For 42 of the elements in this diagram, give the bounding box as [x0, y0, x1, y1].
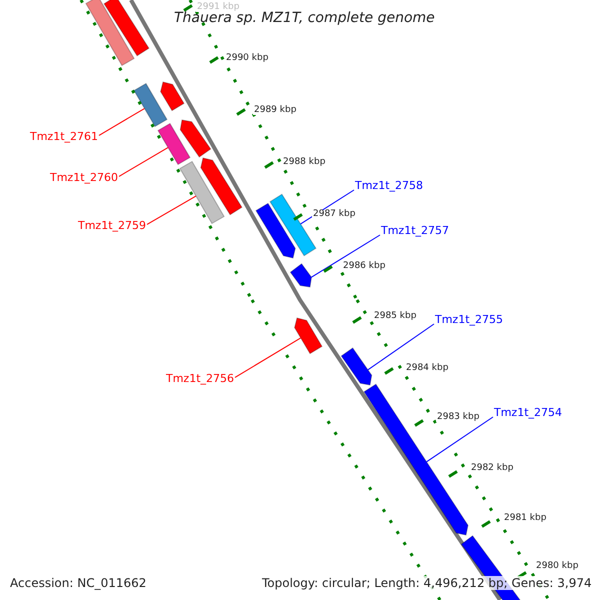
leader-line [98, 108, 145, 136]
leader-line [118, 147, 168, 177]
gene-segment [290, 263, 312, 288]
scale-label: 2984 kbp [405, 364, 450, 373]
gene-segment [294, 317, 323, 354]
footer-text: Topology: circular; Length: 4,496,212 bp; Genes: 3,974 [260, 576, 594, 590]
gene-label: Tmz1t_2758 [355, 180, 424, 191]
gene-segment [179, 160, 225, 224]
footer-text: Accession: NC_011662 [8, 576, 148, 590]
gene-label: Tmz1t_2760 [50, 172, 118, 183]
scale-label: 2983 kbp [436, 413, 480, 422]
gene-segment [157, 122, 191, 166]
gene-segment [200, 157, 243, 216]
scale-label: 2985 kbp [373, 312, 418, 321]
leader-line [234, 337, 302, 378]
scale-label: 2989 kbp [253, 106, 298, 115]
scale-label: 2991 kbp [196, 3, 240, 12]
scale-label: 2982 kbp [470, 464, 514, 473]
gene-segment [180, 119, 212, 158]
gene-segment [255, 202, 296, 259]
gene-label: Tmz1t_2754 [494, 407, 562, 418]
gene-label: Tmz1t_2759 [78, 220, 146, 231]
leader-line [146, 196, 196, 225]
gene-label: Tmz1t_2755 [435, 314, 504, 325]
leader-line [367, 324, 434, 370]
scale-label: 2988 kbp [282, 158, 326, 167]
scale-label: 2990 kbp [225, 54, 270, 63]
scale-label: 2980 kbp [535, 562, 580, 571]
gene-segment [340, 347, 372, 386]
scale-label: 2987 kbp [312, 210, 356, 219]
gene-label: Tmz1t_2761 [30, 131, 98, 142]
title: Thauera sp. MZ1T, complete genome [174, 11, 435, 25]
gene-label: Tmz1t_2757 [381, 225, 450, 236]
scale-label: 2981 kbp [503, 514, 548, 523]
gene-segment [133, 82, 168, 128]
gene-label: Tmz1t_2756 [166, 373, 234, 384]
leader-line [426, 416, 494, 462]
gene-segment [103, 0, 150, 56]
gene-segment [160, 81, 185, 112]
scale-label: 2986 kbp [342, 262, 386, 271]
leader-line [310, 234, 380, 278]
gene-segment [85, 0, 135, 66]
